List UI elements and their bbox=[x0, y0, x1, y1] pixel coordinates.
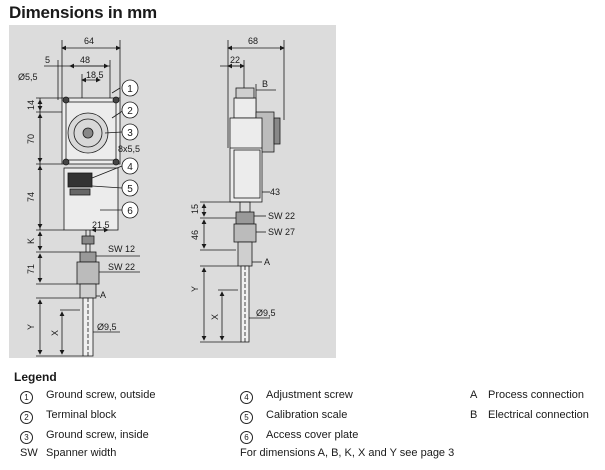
dim-B: B bbox=[262, 79, 268, 89]
legend-text-5: Calibration scale bbox=[266, 409, 348, 421]
legend-item-3: 3 Ground screw, inside bbox=[20, 429, 149, 444]
legend-item-B: B Electrical connection bbox=[470, 409, 589, 421]
dim-74: 74 bbox=[26, 192, 36, 202]
legend-symbol-B: B bbox=[470, 409, 478, 421]
dim-15: 15 bbox=[190, 204, 200, 214]
side-view bbox=[200, 40, 285, 343]
legend-text-A: Process connection bbox=[488, 389, 584, 401]
legend-item-2: 2 Terminal block bbox=[20, 409, 116, 424]
legend-text-2: Terminal block bbox=[46, 409, 117, 421]
dim-43: 43 bbox=[270, 187, 280, 197]
dim-18-5: 18,5 bbox=[86, 70, 104, 80]
legend-symbol-sw: SW bbox=[20, 447, 38, 459]
dim-68: 68 bbox=[248, 36, 258, 46]
legend-item-4: 4 Adjustment screw bbox=[240, 389, 353, 404]
legend-item-5: 5 Calibration scale bbox=[240, 409, 347, 424]
legend-text-1: Ground screw, outside bbox=[46, 389, 156, 401]
legend-symbol-1: 1 bbox=[20, 391, 33, 404]
dim-A-side: A bbox=[264, 257, 270, 267]
legend-symbol-4: 4 bbox=[240, 391, 253, 404]
callout-1: 1 bbox=[127, 84, 133, 95]
legend-symbol-5: 5 bbox=[240, 411, 253, 424]
dim-71: 71 bbox=[26, 264, 36, 274]
side-labels: 68 22 B 43 15 SW 22 46 SW 27 A Y X Ø9,5 bbox=[190, 36, 295, 320]
legend-text-sw: Spanner width bbox=[46, 447, 117, 459]
dim-d9-5: Ø9,5 bbox=[97, 322, 117, 332]
dim-sw22: SW 22 bbox=[108, 262, 135, 272]
page-title: Dimensions in mm bbox=[9, 3, 157, 22]
dim-sw22-side: SW 22 bbox=[268, 211, 295, 221]
dim-Y: Y bbox=[26, 324, 36, 330]
dim-48: 48 bbox=[80, 55, 90, 65]
dim-K: K bbox=[26, 238, 36, 244]
callout-5: 5 bbox=[127, 184, 133, 195]
dim-A: A bbox=[100, 290, 106, 300]
legend-text-3: Ground screw, inside bbox=[46, 429, 149, 441]
dim-8x5-5: 8x5,5 bbox=[118, 144, 140, 154]
legend-symbol-2: 2 bbox=[20, 411, 33, 424]
legend-symbol-A: A bbox=[470, 389, 478, 401]
dim-sw27: SW 27 bbox=[268, 227, 295, 237]
callout-6: 6 bbox=[127, 206, 133, 217]
front-labels: 64 5 48 18,5 Ø5,5 14 70 8x5,5 74 21,5 K … bbox=[18, 36, 140, 336]
legend-item-A: A Process connection bbox=[470, 389, 584, 401]
dim-X: X bbox=[50, 330, 60, 336]
legend-text-B: Electrical connection bbox=[488, 409, 589, 421]
dim-5: 5 bbox=[45, 55, 50, 65]
dim-70: 70 bbox=[26, 134, 36, 144]
dim-sw12: SW 12 bbox=[108, 244, 135, 254]
dim-d5-5: Ø5,5 bbox=[18, 72, 38, 82]
legend-note: For dimensions A, B, K, X and Y see page… bbox=[240, 447, 455, 459]
legend-title: Legend bbox=[14, 370, 57, 384]
legend-text-4: Adjustment screw bbox=[266, 389, 353, 401]
callout-numbers: 1 2 3 4 5 6 bbox=[127, 84, 133, 217]
legend-text-6: Access cover plate bbox=[266, 429, 359, 441]
drawing-panel bbox=[9, 25, 336, 358]
callout-3: 3 bbox=[127, 128, 133, 139]
callout-2: 2 bbox=[127, 106, 133, 117]
dim-46: 46 bbox=[190, 230, 200, 240]
dim-21-5: 21,5 bbox=[92, 220, 110, 230]
callout-4: 4 bbox=[127, 162, 133, 173]
legend-item-sw: SW Spanner width bbox=[20, 447, 116, 459]
dim-Y-side: Y bbox=[190, 286, 200, 292]
legend-item-6: 6 Access cover plate bbox=[240, 429, 358, 444]
dim-64: 64 bbox=[84, 36, 94, 46]
legend-symbol-6: 6 bbox=[240, 431, 253, 444]
front-view bbox=[36, 40, 140, 357]
legend-item-1: 1 Ground screw, outside bbox=[20, 389, 155, 404]
dim-14: 14 bbox=[26, 100, 36, 110]
dim-d9-5-side: Ø9,5 bbox=[256, 308, 276, 318]
legend-symbol-3: 3 bbox=[20, 431, 33, 444]
dim-X-side: X bbox=[210, 314, 220, 320]
dim-22: 22 bbox=[230, 55, 240, 65]
